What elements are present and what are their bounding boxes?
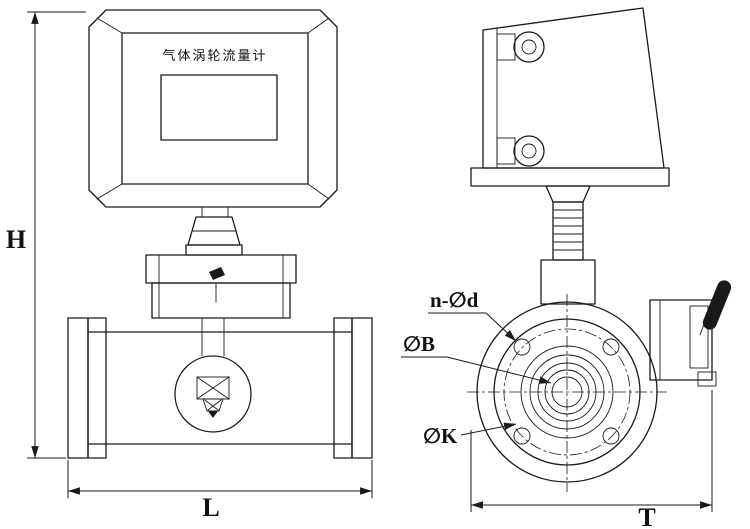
right-flange-outer — [351, 317, 373, 459]
right-flange-inner — [333, 317, 353, 459]
bolt-hole — [602, 427, 620, 445]
dim-h-label: H — [6, 225, 26, 254]
dimension-l: L — [67, 460, 373, 522]
callout-dia-k: ∅K — [423, 422, 517, 448]
flange-face — [467, 294, 667, 492]
terminal-box-base — [470, 167, 670, 187]
front-view: 气体涡轮流量计 — [6, 9, 373, 522]
callout-dia-b: ∅B — [401, 332, 552, 384]
left-flange-inner — [87, 317, 107, 459]
housing-circle — [174, 355, 252, 433]
mount-plate — [185, 244, 243, 256]
head-inner-frame — [121, 32, 309, 185]
display-screen — [160, 74, 278, 141]
cable-gland-top — [496, 31, 545, 63]
dim-l-label: L — [202, 493, 219, 522]
head-neck — [185, 206, 243, 256]
label-dia-k: ∅K — [423, 424, 458, 448]
cable-gland-bottom — [496, 135, 545, 167]
display-head: 气体涡轮流量计 — [88, 9, 338, 208]
body-lever — [209, 267, 225, 280]
dimension-t: T — [470, 390, 713, 529]
turbine-housing — [174, 355, 252, 433]
label-bolt-holes: n-∅d — [430, 288, 479, 312]
pipe-and-flanges — [67, 317, 373, 459]
bolt-hole — [513, 427, 531, 445]
handle-grip — [702, 280, 732, 330]
label-dia-b: ∅B — [403, 332, 435, 356]
side-view: n-∅d ∅B ∅K T — [401, 7, 732, 529]
left-flange-outer — [67, 317, 89, 459]
terminal-box-outline — [482, 7, 665, 169]
product-name-label: 气体涡轮流量计 — [162, 48, 267, 64]
meter-body — [145, 254, 297, 319]
dim-t-label: T — [638, 503, 655, 529]
bolt-hole — [513, 338, 531, 356]
threaded-neck — [540, 185, 596, 305]
callout-bolt-holes: n-∅d — [428, 288, 517, 342]
head-outer-frame — [88, 9, 338, 208]
neck-collar — [540, 259, 596, 305]
bolt-hole — [602, 338, 620, 356]
dimension-h: H — [6, 11, 86, 459]
terminal-box — [470, 7, 670, 187]
sensor-bracket — [649, 280, 732, 387]
